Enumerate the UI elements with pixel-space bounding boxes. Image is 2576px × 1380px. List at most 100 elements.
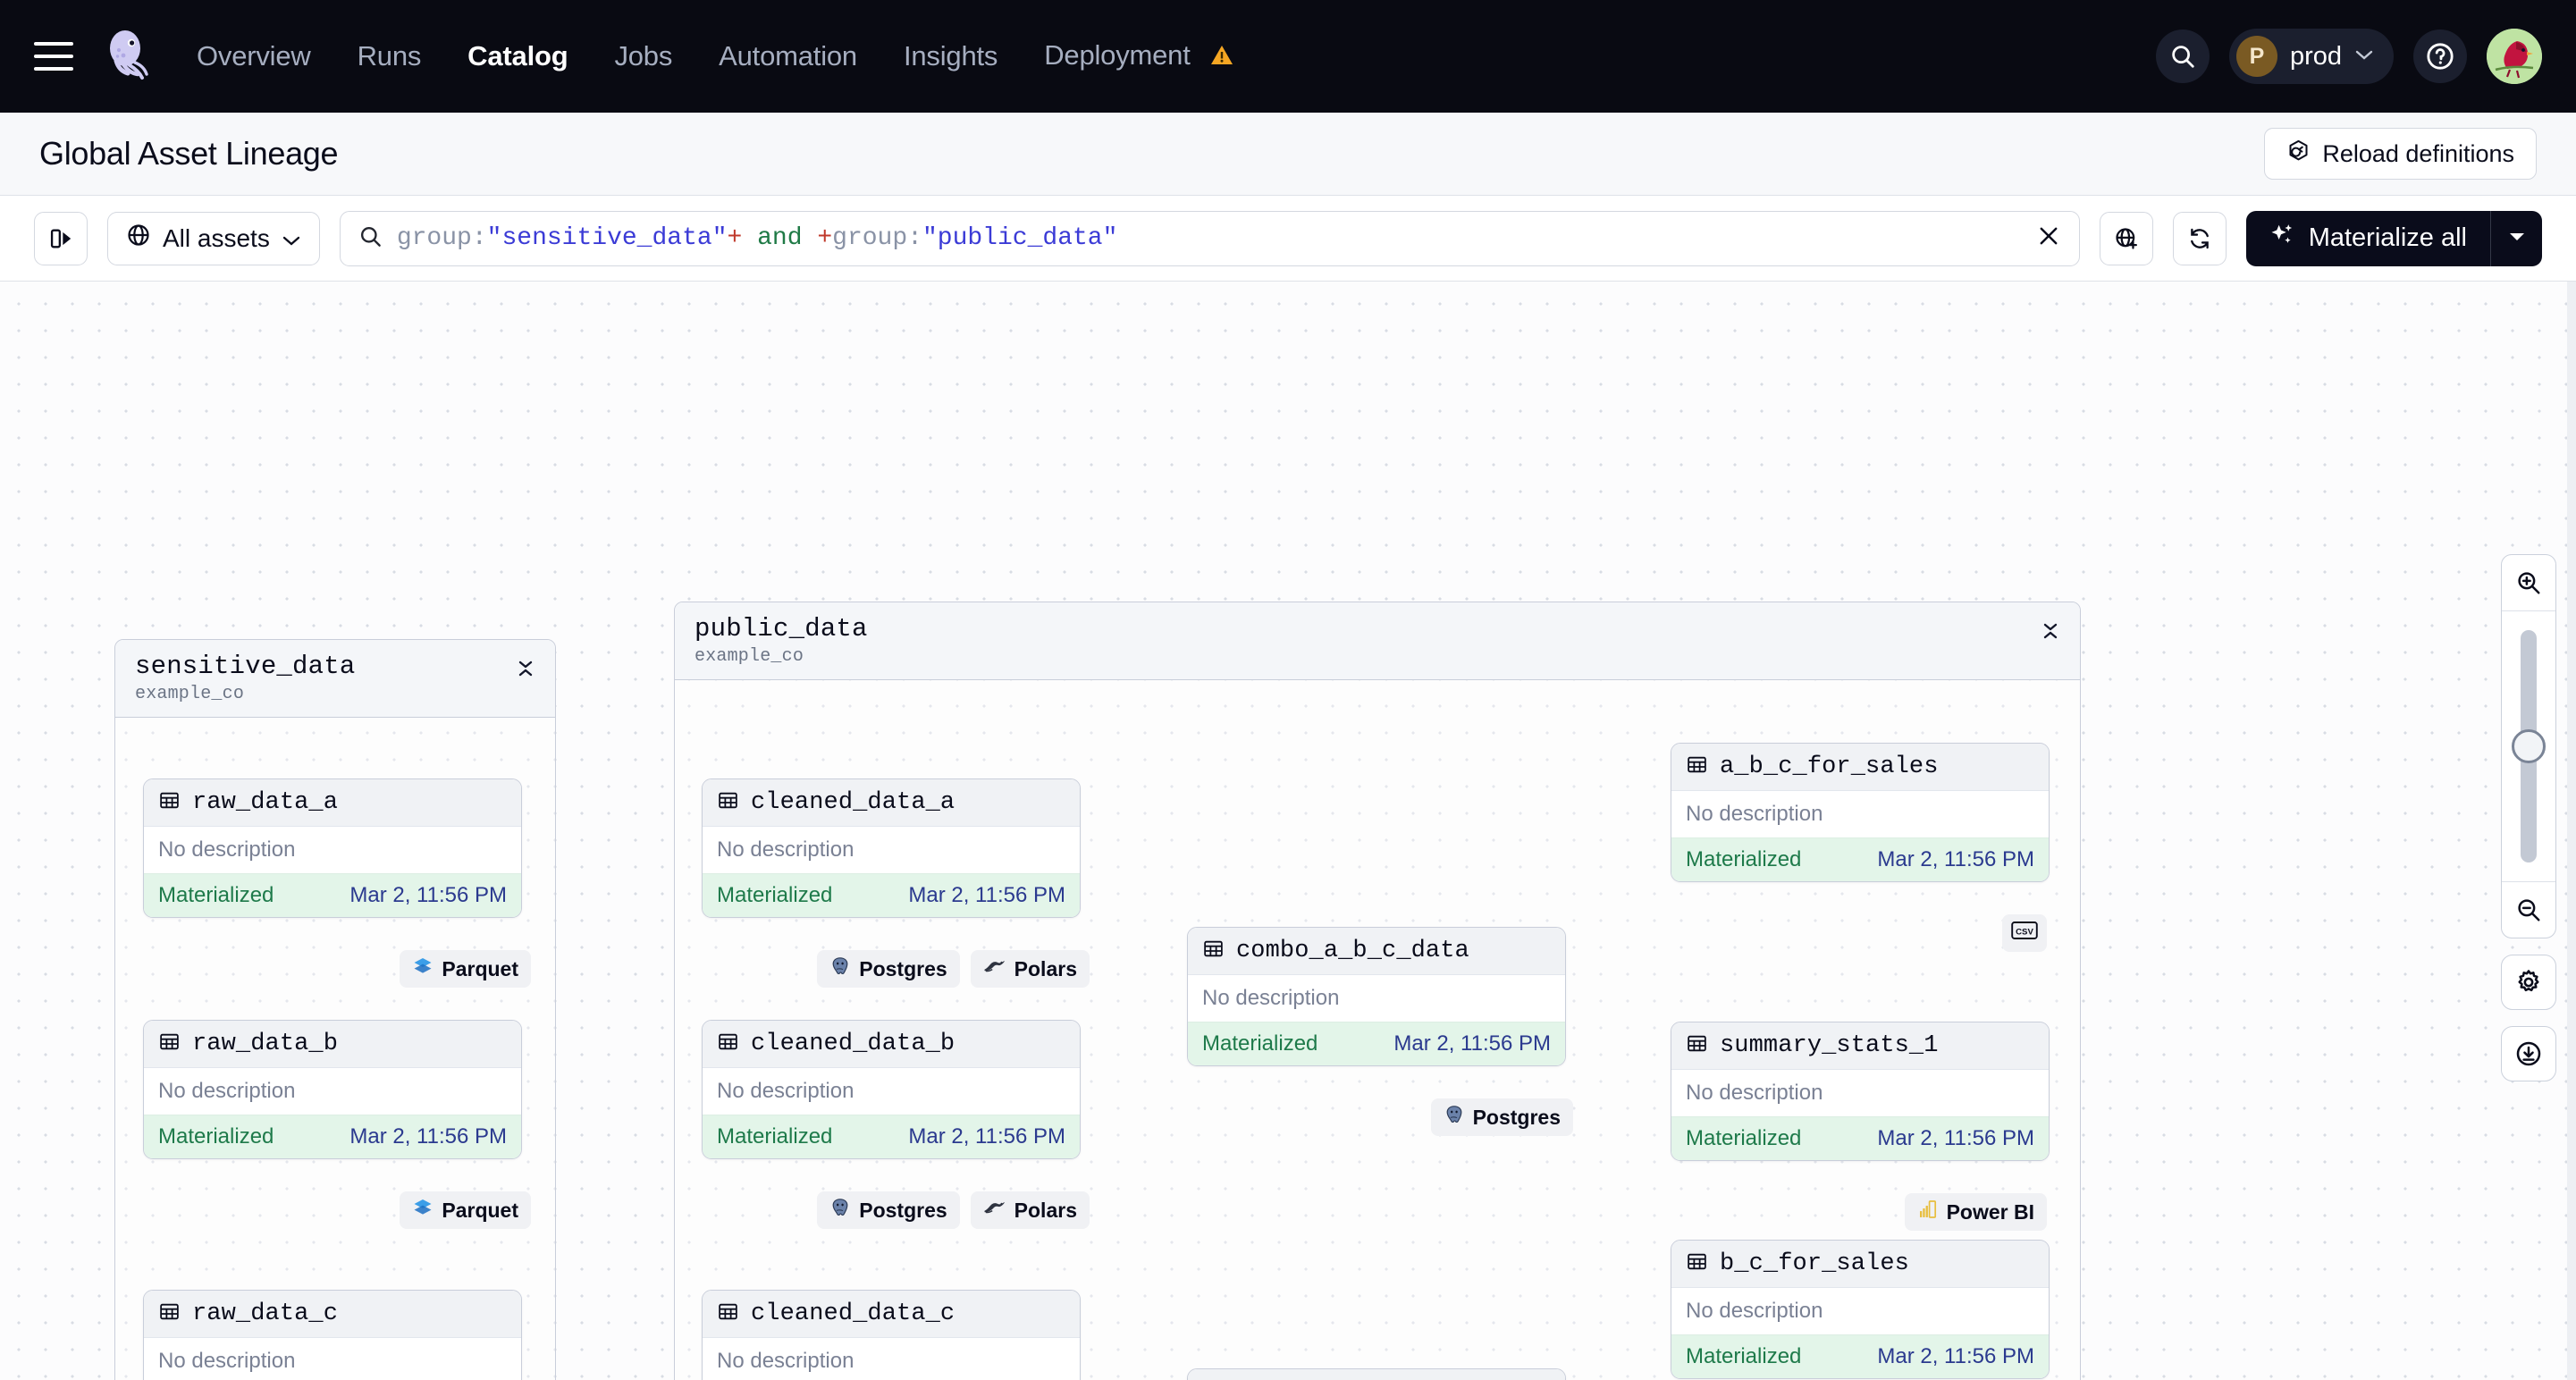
main-nav-links: Overview Runs Catalog Jobs Automation In… [189,34,1241,79]
warning-triangle-icon [1210,41,1233,73]
materialize-options-caret[interactable] [2490,210,2542,266]
asset-tag-parquet[interactable]: Parquet [400,950,531,988]
asset-node-name: raw_data_b [192,1031,339,1057]
status-timestamp: Mar 2, 11:56 PM [1877,1126,2034,1150]
asset-filter-dropdown[interactable]: All assets [107,211,320,265]
nav-link-catalog[interactable]: Catalog [460,35,575,78]
zoom-in-icon[interactable] [2502,555,2555,610]
nav-link-overview[interactable]: Overview [189,35,318,78]
asset-tag-postgres[interactable]: Postgres [817,950,960,988]
table-icon [1686,753,1708,780]
hamburger-bar [34,55,73,58]
collapse-icon[interactable] [2041,614,2060,647]
asset-node-description: No description [1671,1070,2049,1116]
dagster-logo-icon[interactable] [100,29,156,84]
avatar[interactable] [2487,29,2542,84]
deployment-name: prod [2289,41,2342,71]
zoom-slider-thumb[interactable] [2512,729,2546,763]
nav-label: Insights [903,40,998,72]
zoom-out-icon[interactable] [2502,882,2555,938]
page-header: Global Asset Lineage Reload definitions [0,113,2576,196]
help-icon[interactable] [2413,29,2467,83]
status-badge: Materialized [1686,847,1802,871]
powerbi-icon [1917,1199,1939,1225]
asset-node-name: b_c_for_sales [1720,1250,1909,1277]
asset-node-header: cleaned_data_a [703,779,1080,827]
deployment-avatar: P [2235,36,2277,77]
group-header: sensitive_data example_co [115,640,555,718]
asset-node-header: raw_data_a [144,779,521,827]
group-subtitle: example_co [695,646,804,667]
download-circle-icon[interactable] [2501,1026,2556,1081]
hamburger-bar [34,67,73,71]
asset-node-cleaned-data-c[interactable]: cleaned_data_cNo descriptionMaterialized… [702,1290,1081,1380]
asset-node-name: cleaned_data_a [751,789,955,816]
top-navigation-bar: Overview Runs Catalog Jobs Automation In… [0,0,2576,113]
asset-tag-parquet[interactable]: Parquet [400,1191,531,1229]
status-badge: Materialized [158,883,274,907]
refresh-icon[interactable] [2172,211,2227,265]
materialize-all-group: Materialize all [2245,210,2542,266]
status-badge: Materialized [1202,1031,1318,1056]
canvas-scrollbar[interactable] [2567,282,2576,1380]
asset-tag-postgres[interactable]: Postgres [817,1191,960,1229]
asset-node-raw-data-c[interactable]: raw_data_cNo descriptionMaterializedMar … [143,1290,522,1380]
asset-tag-power-bi[interactable]: Power BI [1904,1193,2047,1231]
nav-link-deployment[interactable]: Deployment [1037,34,1241,79]
asset-tag-label: Polars [1014,956,1077,980]
asset-tag-label: Parquet [442,1198,518,1222]
status-timestamp: Mar 2, 11:56 PM [349,883,507,907]
parquet-icon [412,1197,434,1224]
table-icon [717,1031,739,1057]
search-input[interactable]: group:"sensitive_data"+ and +group:"publ… [339,210,2080,266]
nav-label: Deployment [1044,39,1191,71]
query-token: group: [396,224,487,252]
deployment-switcher[interactable]: P prod [2228,29,2394,84]
nav-link-automation[interactable]: Automation [711,35,864,78]
table-icon [158,1031,181,1057]
materialize-all-button[interactable]: Materialize all [2245,210,2490,266]
status-badge: Materialized [1686,1126,1802,1150]
close-icon[interactable] [2036,223,2061,253]
asset-group-sensitive-data[interactable]: sensitive_data example_co [114,639,556,1380]
search-query-text: group:"sensitive_data"+ and +group:"publ… [397,224,2022,252]
asset-node-name: a_b_c_for_sales [1720,753,1939,780]
globe-plus-icon[interactable] [2099,211,2153,265]
globe-icon [126,223,151,254]
asset-node-name: cleaned_data_b [751,1031,955,1057]
nav-label: Automation [719,40,857,72]
status-timestamp: Mar 2, 11:56 PM [1393,1031,1551,1056]
nav-link-jobs[interactable]: Jobs [607,35,679,78]
asset-tag-row: Postgres [0,1098,1573,1136]
nav-label: Runs [357,40,422,72]
gear-icon[interactable] [2501,955,2556,1010]
hamburger-icon[interactable] [34,42,73,71]
search-icon[interactable] [2155,29,2210,83]
asset-node-header: cleaned_data_b [703,1021,1080,1068]
asset-tag-polars[interactable]: Polars [970,1191,1090,1229]
asset-tag-csv[interactable]: CSV [2002,914,2047,952]
lineage-graph-canvas[interactable]: sensitive_data example_co public_data ex… [0,282,2576,1380]
asset-tag-label: Polars [1014,1198,1077,1222]
panel-expand-icon[interactable] [34,211,88,265]
collapse-icon[interactable] [516,652,535,685]
nav-link-runs[interactable]: Runs [350,35,429,78]
chevron-down-icon [2354,48,2374,65]
zoom-slider[interactable] [2502,611,2555,881]
asset-node-description: No description [703,827,1080,873]
asset-tag-postgres[interactable]: Postgres [1430,1098,1573,1136]
reload-definitions-button[interactable]: Reload definitions [2264,128,2537,180]
asset-tag-polars[interactable]: Polars [970,950,1090,988]
nav-link-insights[interactable]: Insights [897,35,1005,78]
